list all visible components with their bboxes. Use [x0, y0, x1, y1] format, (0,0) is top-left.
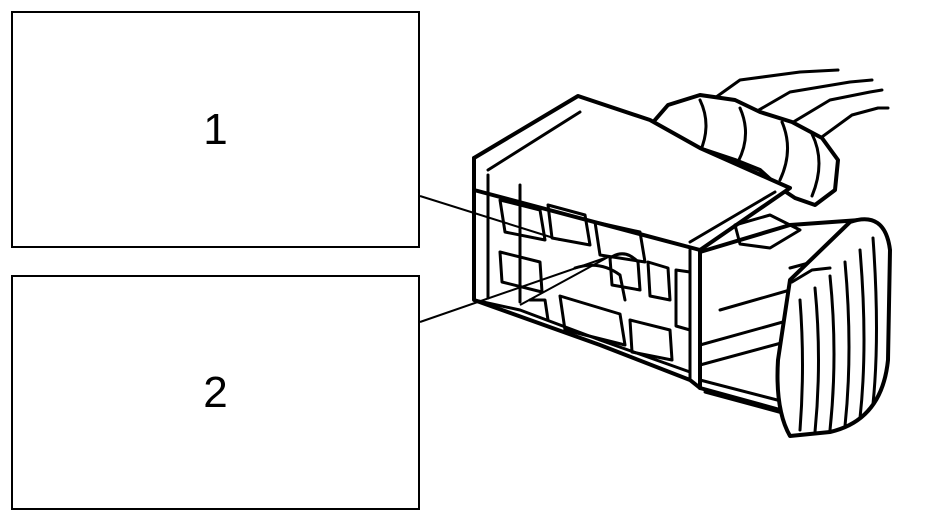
leader-line-2	[419, 257, 606, 323]
callout-number-1: 1	[203, 104, 228, 154]
leader-line-2b	[519, 255, 611, 306]
callout-number-2: 2	[203, 367, 228, 417]
callout-box-1: 1	[11, 11, 420, 248]
leader-line-1	[419, 195, 561, 241]
ribbed-end-cap	[775, 217, 892, 438]
leader-lines	[419, 195, 611, 323]
wire-bundle	[703, 68, 890, 144]
callout-box-2: 2	[11, 275, 420, 510]
